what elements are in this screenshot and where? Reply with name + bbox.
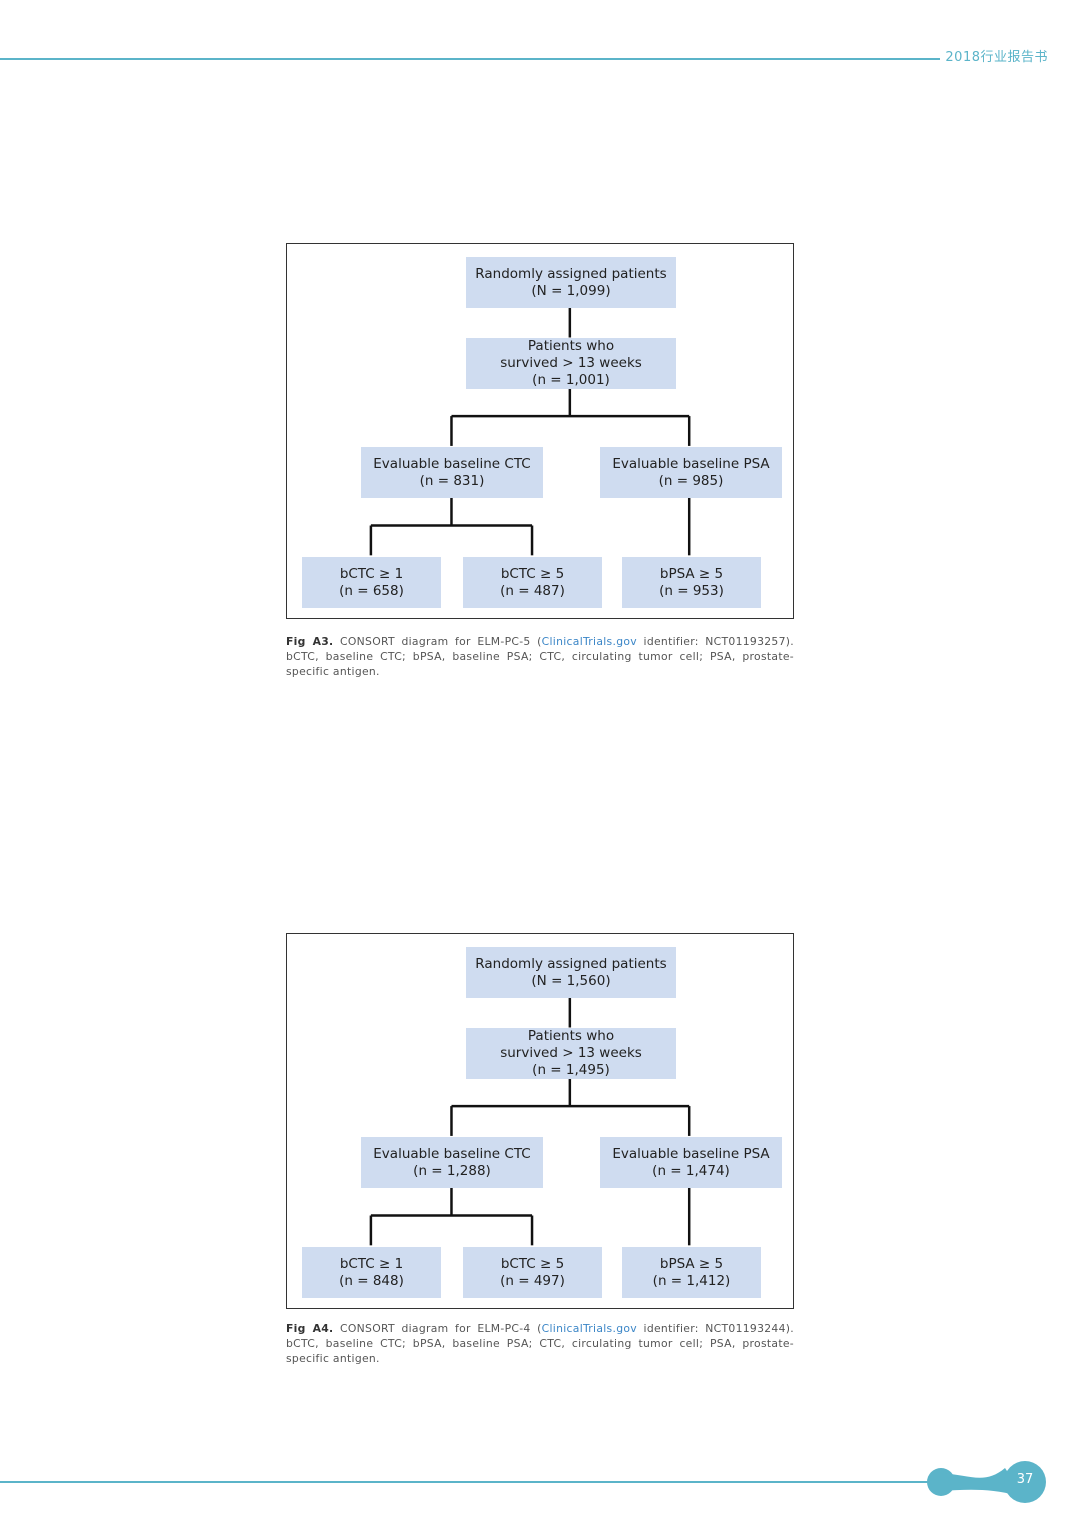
box-bctc-1: bCTC ≥ 1 (n = 658) bbox=[302, 557, 441, 608]
box-randomized: Randomly assigned patients (N = 1,099) bbox=[466, 257, 676, 308]
consort-diagram-a3: Randomly assigned patients (N = 1,099) P… bbox=[286, 243, 794, 619]
consort-diagram-a4: Randomly assigned patients (N = 1,560) P… bbox=[286, 933, 794, 1309]
box-survived-line1: Patients who bbox=[527, 338, 615, 354]
caption-text: CONSORT diagram for ELM-PC-4 ( bbox=[333, 1322, 542, 1335]
box-baseline-ctc-count: (n = 1,288) bbox=[413, 1162, 491, 1179]
box-bctc-5: bCTC ≥ 5 (n = 497) bbox=[463, 1247, 602, 1298]
box-survived: Patients who survived > 13 weeks (n = 1,… bbox=[466, 1028, 676, 1079]
box-baseline-ctc-title: Evaluable baseline CTC bbox=[373, 1145, 531, 1162]
box-bpsa-5-title: bPSA ≥ 5 bbox=[659, 1255, 724, 1272]
box-randomized-title: Randomly assigned patients bbox=[475, 265, 667, 282]
box-bctc-1-count: (n = 658) bbox=[339, 582, 404, 599]
connector-lines bbox=[369, 307, 691, 556]
box-survived-count: (n = 1,495) bbox=[532, 1062, 610, 1078]
box-randomized-count: (N = 1,099) bbox=[531, 282, 611, 299]
caption-text-rest: identifier: NCT01193257). bCTC, baseline… bbox=[286, 635, 794, 678]
caption-text: CONSORT diagram for ELM-PC-5 ( bbox=[333, 635, 542, 648]
box-survived-line2: survived > 13 weeks bbox=[500, 1045, 642, 1061]
box-baseline-ctc-count: (n = 831) bbox=[419, 472, 485, 489]
box-baseline-psa-count: (n = 985) bbox=[658, 472, 724, 489]
box-bctc-1: bCTC ≥ 1 (n = 848) bbox=[302, 1247, 441, 1298]
box-bctc-5: bCTC ≥ 5 (n = 487) bbox=[463, 557, 602, 608]
box-randomized: Randomly assigned patients (N = 1,560) bbox=[466, 947, 676, 998]
header-title: 2018行业报告书 bbox=[945, 50, 1048, 65]
box-bctc-5-title: bCTC ≥ 5 bbox=[500, 565, 565, 582]
box-bpsa-5-count: (n = 1,412) bbox=[652, 1272, 731, 1289]
footer-rule bbox=[0, 1481, 940, 1483]
box-survived-count: (n = 1,001) bbox=[532, 372, 610, 388]
box-bctc-1-title: bCTC ≥ 1 bbox=[339, 1255, 404, 1272]
box-baseline-ctc: Evaluable baseline CTC (n = 1,288) bbox=[361, 1137, 543, 1188]
connector-lines bbox=[369, 997, 691, 1246]
box-randomized-count: (N = 1,560) bbox=[531, 972, 611, 989]
caption-label: Fig A4. bbox=[286, 1322, 334, 1335]
page-number: 37 bbox=[1016, 1472, 1034, 1487]
box-bctc-1-count: (n = 848) bbox=[339, 1272, 404, 1289]
box-survived-line2: survived > 13 weeks bbox=[500, 355, 642, 371]
box-bctc-5-count: (n = 497) bbox=[500, 1272, 565, 1289]
box-bpsa-5-title: bPSA ≥ 5 bbox=[659, 565, 724, 582]
box-survived: Patients who survived > 13 weeks (n = 1,… bbox=[466, 338, 676, 389]
box-bpsa-5: bPSA ≥ 5 (n = 1,412) bbox=[622, 1247, 761, 1298]
box-bpsa-5-count: (n = 953) bbox=[659, 582, 724, 599]
box-randomized-title: Randomly assigned patients bbox=[475, 955, 667, 972]
box-bctc-5-count: (n = 487) bbox=[500, 582, 565, 599]
box-bctc-5-title: bCTC ≥ 5 bbox=[500, 1255, 565, 1272]
header-rule bbox=[0, 58, 940, 60]
box-survived-line1: Patients who bbox=[527, 1028, 615, 1044]
caption-text-rest: identifier: NCT01193244). bCTC, baseline… bbox=[286, 1322, 794, 1365]
box-baseline-psa-count: (n = 1,474) bbox=[652, 1162, 730, 1179]
box-baseline-psa: Evaluable baseline PSA (n = 985) bbox=[600, 447, 782, 498]
caption-link[interactable]: ClinicalTrials.gov bbox=[541, 1322, 637, 1335]
box-baseline-psa-title: Evaluable baseline PSA bbox=[612, 455, 770, 472]
caption-label: Fig A3. bbox=[286, 635, 334, 648]
caption-link[interactable]: ClinicalTrials.gov bbox=[541, 635, 637, 648]
box-baseline-psa-title: Evaluable baseline PSA bbox=[612, 1145, 770, 1162]
box-baseline-ctc-title: Evaluable baseline CTC bbox=[373, 455, 531, 472]
box-baseline-psa: Evaluable baseline PSA (n = 1,474) bbox=[600, 1137, 782, 1188]
box-bpsa-5: bPSA ≥ 5 (n = 953) bbox=[622, 557, 761, 608]
box-baseline-ctc: Evaluable baseline CTC (n = 831) bbox=[361, 447, 543, 498]
figure-caption-a4: Fig A4. CONSORT diagram for ELM-PC-4 (Cl… bbox=[286, 1321, 794, 1366]
figure-caption-a3: Fig A3. CONSORT diagram for ELM-PC-5 (Cl… bbox=[286, 634, 794, 679]
box-bctc-1-title: bCTC ≥ 1 bbox=[339, 565, 404, 582]
page-number-drop-shape bbox=[927, 1461, 1046, 1503]
